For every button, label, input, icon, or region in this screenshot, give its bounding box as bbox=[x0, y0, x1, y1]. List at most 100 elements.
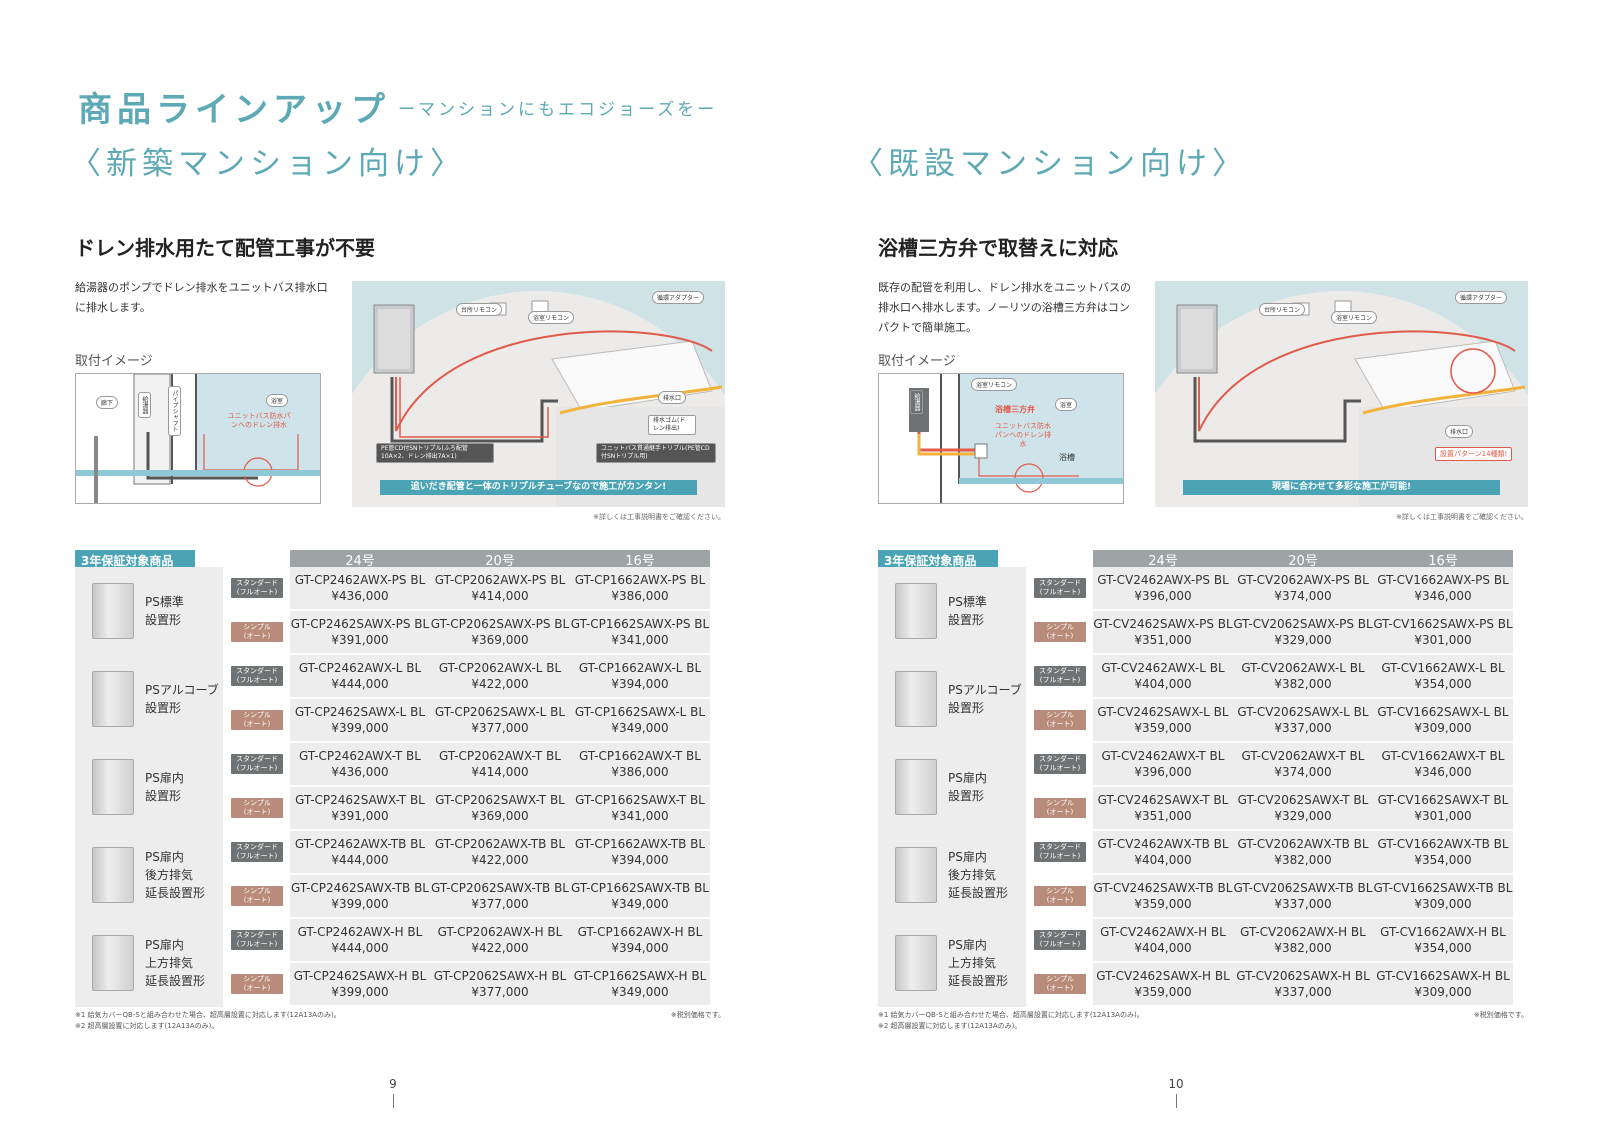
price-cell: GT-CV1662AWX-H BL ¥354,000 bbox=[1373, 919, 1513, 961]
simple-badge: シンプル (オート) bbox=[1034, 710, 1086, 730]
price-cell: GT-CP2062AWX-PS BL ¥414,000 bbox=[430, 567, 570, 609]
product-row: PS扉内 上方排気 延長設置形 スタンダード (フルオート) シンプル (オート… bbox=[878, 919, 1528, 1007]
diagram-label-bathroom: 浴室 bbox=[1055, 398, 1078, 411]
simple-badge: シンプル (オート) bbox=[1034, 974, 1086, 994]
product-name: PS扉内 設置形 bbox=[948, 771, 987, 803]
price-cell: GT-CV2462AWX-L BL ¥404,000 bbox=[1093, 655, 1233, 697]
diagram-label-bathroom: 浴室 bbox=[266, 394, 289, 407]
product-name: PS標準 設置形 bbox=[948, 595, 987, 627]
simple-badge: シンプル (オート) bbox=[231, 622, 283, 642]
price-cell: GT-CP2462SAWX-H BL ¥399,000 bbox=[290, 963, 430, 1005]
photo-label-adapter: 循環アダプター bbox=[1455, 291, 1508, 304]
price-cell: GT-CV1662SAWX-H BL ¥309,000 bbox=[1373, 963, 1513, 1005]
standard-badge: スタンダード (フルオート) bbox=[231, 578, 283, 598]
price-cell: GT-CV2062AWX-H BL ¥382,000 bbox=[1233, 919, 1373, 961]
price-cell: GT-CP2062AWX-H BL ¥422,000 bbox=[430, 919, 570, 961]
price-cell: GT-CV2062SAWX-T BL ¥329,000 bbox=[1233, 787, 1373, 829]
price-cell: GT-CP2462AWX-TB BL ¥444,000 bbox=[290, 831, 430, 873]
photo-note: ※詳しくは工事説明書をご確認ください。 bbox=[1396, 513, 1528, 521]
price-cell: GT-CP2462AWX-T BL ¥436,000 bbox=[290, 743, 430, 785]
simple-badge: シンプル (オート) bbox=[231, 974, 283, 994]
install-photo: 台所リモコン 浴室リモコン 循環アダプター 排水口 排水ゴム(ドレン排出) PE… bbox=[352, 281, 725, 507]
intro-text: 給湯器のポンプでドレン排水をユニットバス排水口に排水します。 bbox=[75, 281, 328, 314]
simple-badge: シンプル (オート) bbox=[231, 710, 283, 730]
price-cell: GT-CV2462SAWX-TB BL ¥359,000 bbox=[1093, 875, 1233, 917]
price-cell: GT-CV2062SAWX-TB BL ¥337,000 bbox=[1233, 875, 1373, 917]
install-photo: 台所リモコン 浴室リモコン 循環アダプター 排水口 設置パターン14種類! 現場… bbox=[1155, 281, 1528, 507]
product-cell: PSアルコーブ 設置形 bbox=[878, 655, 1026, 743]
simple-badge: シンプル (オート) bbox=[1034, 886, 1086, 906]
diagram-label-tub: 浴槽 bbox=[1059, 453, 1075, 462]
sub-title: ーマンションにもエコジョーズをー bbox=[398, 100, 718, 120]
price-cell: GT-CV2462AWX-H BL ¥404,000 bbox=[1093, 919, 1233, 961]
standard-badge: スタンダード (フルオート) bbox=[231, 754, 283, 774]
price-cell: GT-CV2462AWX-PS BL ¥396,000 bbox=[1093, 567, 1233, 609]
simple-badge: シンプル (オート) bbox=[231, 798, 283, 818]
intro-text: 既存の配管を利用し、ドレン排水をユニットバスの排水口へ排水します。ノーリツの浴槽… bbox=[878, 281, 1131, 334]
footnotes: ※1 給気カバーQB-Sと組み合わせた場合、超高層設置に対応します(12A13A… bbox=[878, 1011, 1144, 1030]
price-cell: GT-CP2462SAWX-PS BL ¥391,000 bbox=[290, 611, 430, 653]
product-name: PS扉内 後方排気 延長設置形 bbox=[145, 850, 206, 900]
price-cell: GT-CP1662AWX-T BL ¥386,000 bbox=[570, 743, 710, 785]
price-cell: GT-CP2462SAWX-TB BL ¥399,000 bbox=[290, 875, 430, 917]
footnotes: ※1 給気カバーQB-Sと組み合わせた場合、超高層設置に対応します(12A13A… bbox=[75, 1011, 341, 1030]
product-cell: PSアルコーブ 設置形 bbox=[75, 655, 223, 743]
standard-badge: スタンダード (フルオート) bbox=[231, 842, 283, 862]
product-name: PS扉内 上方排気 延長設置形 bbox=[948, 938, 1009, 988]
product-cell: PS扉内 後方排気 延長設置形 bbox=[75, 831, 223, 919]
product-name: PS標準 設置形 bbox=[145, 595, 184, 627]
price-cell: GT-CV1662AWX-T BL ¥346,000 bbox=[1373, 743, 1513, 785]
price-cell: GT-CV2062AWX-T BL ¥374,000 bbox=[1233, 743, 1373, 785]
product-image bbox=[895, 935, 937, 991]
product-image bbox=[92, 759, 134, 815]
price-cell: GT-CP2062AWX-TB BL ¥422,000 bbox=[430, 831, 570, 873]
install-diagram-drawing bbox=[76, 374, 320, 503]
photo-label-adapter: 循環アダプター bbox=[652, 291, 705, 304]
standard-badge: スタンダード (フルオート) bbox=[1034, 666, 1086, 686]
page-right: 浴槽三方弁で取替えに対応 既存の配管を利用し、ドレン排水をユニットバスの排水口へ… bbox=[878, 0, 1528, 1131]
price-cell: GT-CV1662SAWX-L BL ¥309,000 bbox=[1373, 699, 1513, 741]
price-cell: GT-CP2462AWX-H BL ¥444,000 bbox=[290, 919, 430, 961]
product-row: PS扉内 上方排気 延長設置形 スタンダード (フルオート) シンプル (オート… bbox=[75, 919, 725, 1007]
photo-banner: 現場に合わせて多彩な施工が可能! bbox=[1183, 480, 1500, 495]
product-image bbox=[92, 583, 134, 639]
product-cell: PS扉内 上方排気 延長設置形 bbox=[878, 919, 1026, 1007]
page-number: 9 bbox=[389, 1077, 397, 1091]
product-name: PS扉内 設置形 bbox=[145, 771, 184, 803]
price-cell: GT-CV2462AWX-TB BL ¥404,000 bbox=[1093, 831, 1233, 873]
price-cell: GT-CP1662SAWX-H BL ¥349,000 bbox=[570, 963, 710, 1005]
diagram-label-drain: ユニットバス防水パンへのドレン排水 bbox=[227, 412, 291, 429]
product-image bbox=[92, 935, 134, 991]
product-image bbox=[895, 847, 937, 903]
price-cell: GT-CV2462AWX-T BL ¥396,000 bbox=[1093, 743, 1233, 785]
diagram-label-drain: ユニットバス防水パンへのドレン排水 bbox=[994, 422, 1052, 448]
price-cell: GT-CV2462SAWX-PS BL ¥351,000 bbox=[1093, 611, 1233, 653]
photo-label-triple-pipe: PE管CD付SNトリプル(ふろ配管10A×2、ドレン排出7A×1) bbox=[376, 443, 494, 463]
price-cell: GT-CV2062AWX-L BL ¥382,000 bbox=[1233, 655, 1373, 697]
product-row: PSアルコーブ 設置形 スタンダード (フルオート) シンプル (オート) GT… bbox=[75, 655, 725, 743]
price-cell: GT-CP2062AWX-L BL ¥422,000 bbox=[430, 655, 570, 697]
tax-note: ※税別価格です。 bbox=[670, 1011, 725, 1019]
price-cell: GT-CP2462AWX-L BL ¥444,000 bbox=[290, 655, 430, 697]
price-cell: GT-CV1662AWX-TB BL ¥354,000 bbox=[1373, 831, 1513, 873]
product-image bbox=[92, 671, 134, 727]
product-row: PS標準 設置形 スタンダード (フルオート) シンプル (オート) GT-CV… bbox=[878, 567, 1528, 655]
price-cell: GT-CV2062AWX-TB BL ¥382,000 bbox=[1233, 831, 1373, 873]
install-diagram: 廊下 給湯器 パイプシャフト 浴室 ユニットバス防水パンへのドレン排水 bbox=[75, 373, 321, 504]
simple-badge: シンプル (オート) bbox=[1034, 622, 1086, 642]
photo-note: ※詳しくは工事説明書をご確認ください。 bbox=[593, 513, 725, 521]
price-cell: GT-CV1662SAWX-TB BL ¥309,000 bbox=[1373, 875, 1513, 917]
diagram-label-heater: 給湯器 bbox=[910, 390, 923, 414]
price-cell: GT-CV2062AWX-PS BL ¥374,000 bbox=[1233, 567, 1373, 609]
section-heading: 浴槽三方弁で取替えに対応 bbox=[878, 236, 1118, 260]
product-cell: PS標準 設置形 bbox=[878, 567, 1026, 655]
standard-badge: スタンダード (フルオート) bbox=[231, 930, 283, 950]
photo-label-patterns: 設置パターン14種類! bbox=[1435, 447, 1513, 461]
product-cell: PS標準 設置形 bbox=[75, 567, 223, 655]
diagram-label-valve: 浴槽三方弁 bbox=[995, 405, 1035, 414]
product-image bbox=[895, 583, 937, 639]
lineup-title: 商品ラインアップーマンションにもエコジョーズをー bbox=[78, 82, 717, 131]
price-cell: GT-CP2462AWX-PS BL ¥436,000 bbox=[290, 567, 430, 609]
product-image bbox=[895, 759, 937, 815]
tax-note: ※税別価格です。 bbox=[1473, 1011, 1528, 1019]
